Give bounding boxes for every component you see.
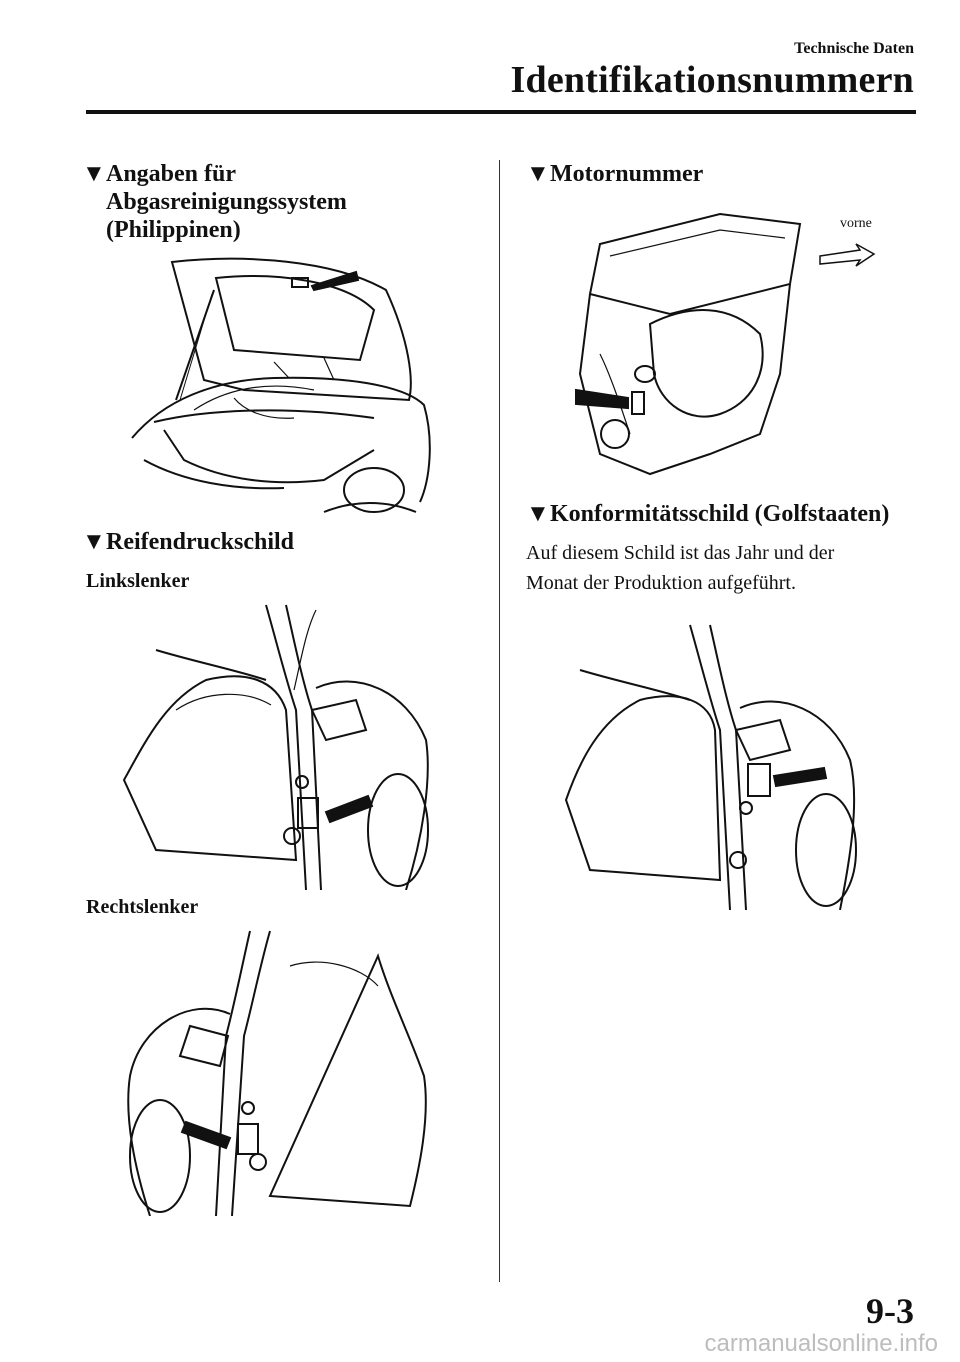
- engine-illustration: [570, 204, 890, 484]
- hood-illustration: [124, 250, 444, 520]
- page-title: Identifikationsnummern: [510, 59, 914, 101]
- conformity-text: Auf diesem Schild ist das Jahr und der M…: [526, 542, 835, 594]
- rhd-door-illustration: [120, 926, 440, 1216]
- watermark: carmanualsonline.info: [704, 1330, 938, 1357]
- column-divider: [499, 160, 500, 1282]
- emission-heading: ▼Angaben für Abgasreinigungssystem (Phil…: [82, 161, 347, 243]
- lhd-label: Linkslenker: [86, 570, 190, 592]
- lhd-door-illustration: [116, 600, 436, 890]
- chapter-title: Technische Daten: [794, 40, 914, 57]
- front-label: vorne: [840, 216, 872, 231]
- conformity-heading: ▼Konformitätsschild (Golfstaaten): [526, 501, 890, 527]
- page-number: 9-3: [866, 1291, 914, 1331]
- conformity-door-illustration: [560, 620, 880, 910]
- rhd-label: Rechtslenker: [86, 896, 199, 918]
- header-rule: [86, 110, 916, 114]
- section-marker-icon: ▼: [526, 161, 550, 187]
- section-marker-icon: ▼: [82, 161, 106, 187]
- engine-heading: ▼Motornummer: [526, 161, 704, 187]
- tire-heading: ▼Reifendruckschild: [82, 529, 295, 555]
- section-marker-icon: ▼: [526, 501, 550, 527]
- section-marker-icon: ▼: [82, 529, 106, 555]
